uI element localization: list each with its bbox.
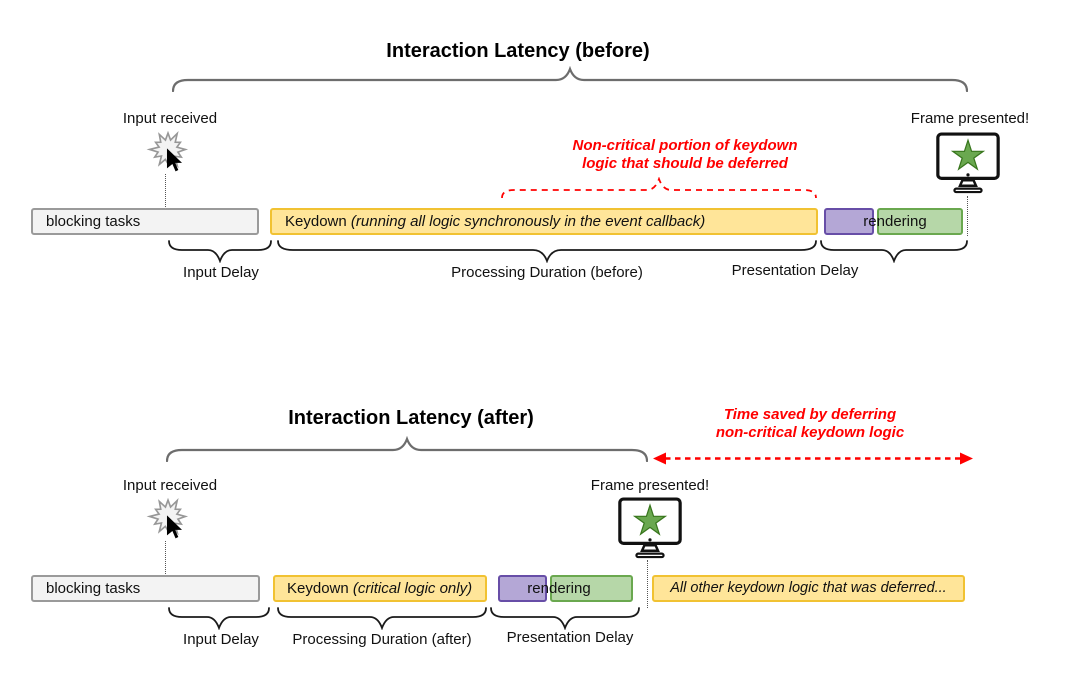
time-saved-arrow	[653, 452, 973, 465]
label-presentation-delay-before: Presentation Delay	[731, 262, 859, 279]
label-processing-duration-before: Processing Duration (before)	[451, 264, 643, 281]
monitor-star-icon	[618, 497, 682, 559]
bar-keydown-detail: (critical logic only)	[352, 580, 473, 597]
rendering-label: rendering	[863, 213, 927, 230]
bar-keydown-before: Keydown (running all logic synchronously…	[270, 208, 818, 235]
before-frame-dotted-line	[967, 196, 968, 236]
monitor-star-icon	[936, 132, 1000, 194]
star-icon	[950, 138, 986, 171]
rendering-label: rendering	[527, 580, 591, 597]
mouse-cursor-icon	[166, 148, 183, 172]
star-icon	[632, 503, 668, 536]
before-input-dotted-line	[165, 174, 166, 207]
bar-keydown-after: Keydown (critical logic only)	[273, 575, 487, 602]
after-latency-brace	[166, 436, 648, 462]
bar-rendering-green	[877, 208, 963, 235]
mouse-cursor-icon	[166, 515, 183, 539]
bar-blocking-tasks-label: blocking tasks	[46, 580, 141, 597]
brace-presentation-before	[820, 240, 968, 263]
bar-keydown-label: Keydown	[285, 213, 347, 230]
after-frame-dotted-line	[647, 560, 648, 608]
label-input-delay-before: Input Delay	[183, 264, 259, 281]
bar-keydown-detail: (running all logic synchronously in the …	[350, 213, 706, 230]
before-annotation: Non-critical portion of keydown logic th…	[572, 137, 798, 172]
label-processing-duration-after: Processing Duration (after)	[292, 631, 472, 648]
before-frame-presented-label: Frame presented!	[910, 110, 1030, 127]
brace-presentation-after	[490, 607, 640, 630]
bar-deferred-label: All other keydown logic that was deferre…	[670, 580, 947, 596]
after-frame-presented-label: Frame presented!	[590, 477, 710, 494]
brace-input-delay-before	[168, 240, 272, 263]
bar-presentation-purple	[824, 208, 874, 235]
bar-blocking-tasks-label: blocking tasks	[46, 213, 141, 230]
click-burst-icon	[146, 497, 189, 539]
label-input-delay-after: Input Delay	[183, 631, 259, 648]
after-input-dotted-line	[165, 541, 166, 574]
bar-keydown-label: Keydown	[287, 580, 349, 597]
before-input-received-label: Input received	[122, 110, 218, 127]
brace-processing-before	[277, 240, 817, 263]
after-annotation: Time saved by deferring non-critical key…	[715, 406, 905, 441]
bar-rendering-green	[550, 575, 633, 602]
bar-deferred-keydown: All other keydown logic that was deferre…	[652, 575, 965, 602]
bar-blocking-tasks: blocking tasks	[31, 575, 260, 602]
bar-blocking-tasks: blocking tasks	[31, 208, 259, 235]
before-latency-brace	[172, 66, 968, 92]
brace-input-delay-after	[168, 607, 270, 630]
bar-presentation-purple	[498, 575, 547, 602]
brace-processing-after	[277, 607, 487, 630]
after-title: Interaction Latency (after)	[288, 407, 534, 429]
before-title: Interaction Latency (before)	[386, 40, 650, 62]
before-annotation-brace	[501, 177, 817, 199]
click-burst-icon	[146, 130, 189, 172]
label-presentation-delay-after: Presentation Delay	[506, 629, 634, 646]
after-input-received-label: Input received	[122, 477, 218, 494]
